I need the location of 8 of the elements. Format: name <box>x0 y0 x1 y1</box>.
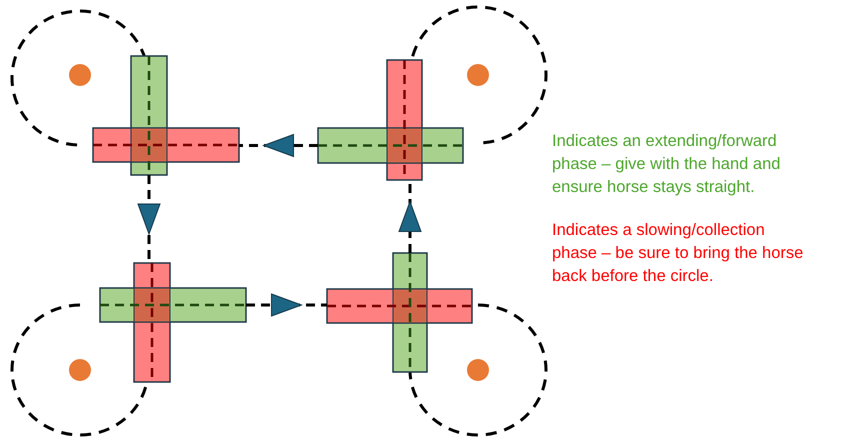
arrow <box>246 294 327 316</box>
legend-text: Indicates an extending/forward phase – give with the hand and ensure horse stays straight. <box>552 131 782 198</box>
cross-marker <box>327 253 472 372</box>
cross-marker <box>318 60 463 180</box>
cross-marker <box>93 56 239 175</box>
cross-marker <box>100 263 246 382</box>
legend-text: Indicates a slowing/collection phase – be sure to bring the horse back before the circle. <box>552 220 804 287</box>
arrow <box>239 134 318 157</box>
